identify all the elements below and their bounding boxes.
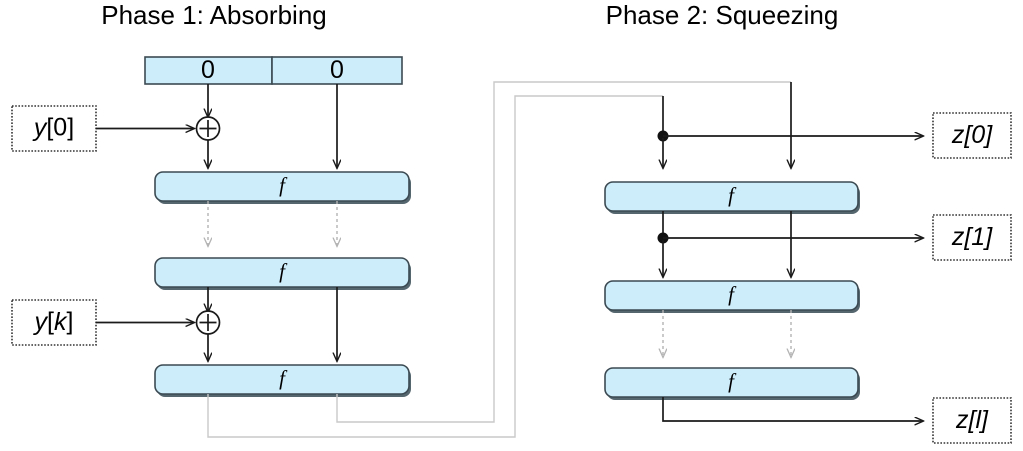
input-box-yk[interactable]	[11, 299, 97, 346]
state-register-capacity-value: 0	[330, 56, 344, 84]
output-box-zl[interactable]	[932, 397, 1012, 444]
p2-f3-to-zl-arrow	[662, 397, 923, 421]
p1-permutation-block-3	[154, 364, 410, 395]
output-label-zl: z[l]	[955, 406, 989, 434]
output-label-z0: z[0]	[951, 121, 993, 149]
p2-f2-label: f	[728, 282, 737, 306]
state-register-rate-value: 0	[201, 56, 215, 84]
p2-f3-label: f	[728, 369, 737, 393]
input-label-y0: y[0]	[32, 114, 74, 142]
output-box-z1[interactable]	[932, 214, 1012, 261]
input-label-yk: y[k]	[33, 308, 74, 336]
output-box-z0[interactable]	[932, 112, 1012, 159]
routing-rate-feedback	[207, 95, 663, 438]
p1-permutation-block-1	[154, 171, 410, 202]
p2-permutation-block-2	[604, 280, 859, 311]
phase2-title: Phase 2: Squeezing	[606, 0, 839, 30]
p1-f1-label: f	[279, 173, 288, 197]
p1-f3-label: f	[279, 366, 288, 390]
p2-f1-label: f	[728, 183, 737, 207]
p1-f2-label: f	[279, 259, 288, 283]
p2-permutation-block-1	[604, 181, 859, 212]
state-register-rate-cell	[144, 56, 273, 85]
p1-permutation-block-2	[154, 257, 410, 288]
phase1-title: Phase 1: Absorbing	[101, 0, 327, 30]
output-label-z1: z[1]	[951, 223, 993, 251]
p2-permutation-block-3	[604, 367, 859, 398]
routing-capacity-feedback	[336, 81, 791, 423]
